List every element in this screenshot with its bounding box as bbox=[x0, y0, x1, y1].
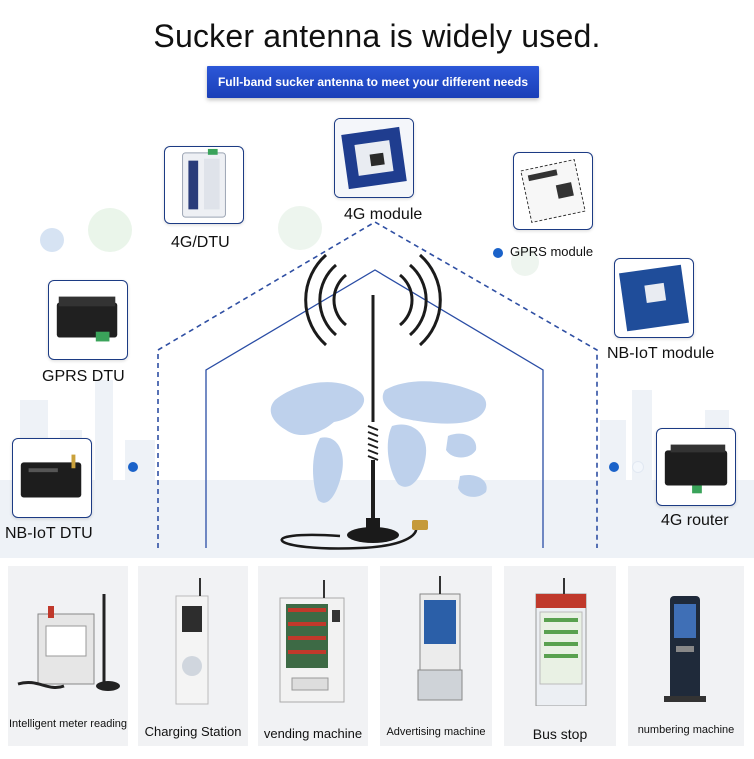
device-gprs-dtu-image bbox=[48, 280, 128, 360]
device-4g-dtu-image bbox=[164, 146, 244, 224]
device-nbiot-dtu-image bbox=[12, 438, 92, 518]
device-label: GPRS DTU bbox=[42, 368, 125, 385]
application-card: Advertising machine bbox=[380, 566, 492, 746]
charging-station-image bbox=[175, 578, 209, 705]
device-gprs-module-image bbox=[513, 152, 593, 230]
signal-waves-graphic bbox=[304, 253, 442, 347]
scene-illustration bbox=[0, 206, 754, 558]
skyline-graphic bbox=[0, 380, 754, 558]
device-label: 4G router bbox=[661, 512, 729, 529]
application-card: Charging Station bbox=[138, 566, 248, 746]
applications-row: Intelligent meter reading Charging Stati… bbox=[0, 566, 754, 759]
application-card: Bus stop bbox=[504, 566, 616, 746]
device-nbiot-module-image bbox=[614, 258, 694, 338]
world-map-graphic bbox=[270, 381, 487, 503]
application-label: vending machine bbox=[263, 726, 363, 741]
inner-outline bbox=[205, 269, 544, 548]
decorative-dot bbox=[40, 228, 64, 252]
device-label: 4G/DTU bbox=[171, 234, 230, 251]
bullet-dot bbox=[493, 248, 503, 258]
glow-shape bbox=[511, 248, 539, 276]
glow-shape bbox=[88, 208, 132, 252]
bus-stop-image bbox=[535, 578, 587, 706]
decorative-dot bbox=[632, 461, 644, 473]
application-label: Bus stop bbox=[532, 726, 588, 742]
device-4g-module-image bbox=[334, 118, 414, 198]
application-label: numbering machine bbox=[637, 724, 735, 736]
bullet-dot bbox=[609, 462, 619, 472]
advertising-machine-image bbox=[417, 576, 463, 701]
application-label: Advertising machine bbox=[386, 726, 486, 738]
page-title: Sucker antenna is widely used. bbox=[153, 18, 601, 54]
meter-reading-image bbox=[17, 594, 120, 691]
application-label: Intelligent meter reading bbox=[8, 718, 127, 730]
subtitle-banner: Full-band sucker antenna to meet your di… bbox=[207, 66, 539, 98]
bullet-dot bbox=[128, 462, 138, 472]
device-label: 4G module bbox=[344, 206, 423, 223]
device-label: GPRS module bbox=[510, 244, 594, 259]
vending-machine-image bbox=[279, 580, 345, 703]
numbering-machine-image bbox=[664, 596, 706, 702]
antenna-scene: 4G/DTU 4G module GPRS module GPRS DTU bbox=[0, 100, 754, 558]
sucker-antenna-graphic bbox=[280, 295, 428, 550]
device-4g-router-image bbox=[656, 428, 736, 506]
application-card: numbering machine bbox=[628, 566, 744, 746]
application-card: vending machine bbox=[258, 566, 368, 746]
device-label: NB-IoT DTU bbox=[5, 525, 93, 542]
application-card: Intelligent meter reading bbox=[8, 566, 128, 746]
glow-shape bbox=[278, 206, 322, 250]
device-label: NB-IoT module bbox=[607, 345, 715, 362]
application-label: Charging Station bbox=[144, 724, 242, 739]
